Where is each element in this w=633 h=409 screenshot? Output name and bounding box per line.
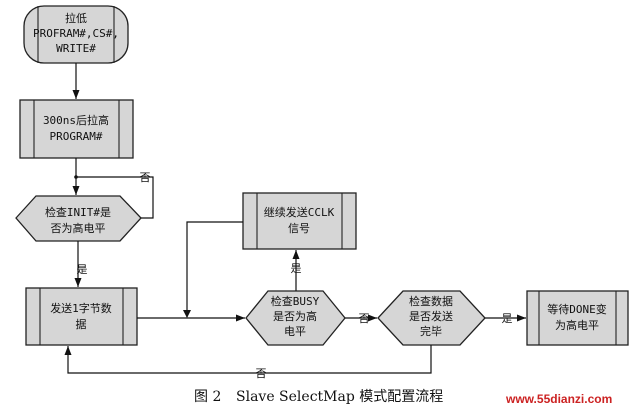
node-check-busy: 检查BUSY 是否为高 电平 bbox=[245, 290, 346, 346]
edge-cclk-loop-back bbox=[186, 221, 243, 317]
edge-label-busy-no: 否 bbox=[359, 312, 370, 325]
node-check-init: 检查INIT#是 否为高电平 bbox=[15, 195, 142, 242]
node-check-busy-line3: 电平 bbox=[284, 325, 306, 338]
edge-label-done-no: 否 bbox=[256, 367, 267, 380]
node-wait-done-line1: 等待DONE变 bbox=[547, 302, 607, 316]
node-pull-low-line2: PROFRAM#,CS#, bbox=[33, 27, 119, 40]
node-wait-done-line2: 为高电平 bbox=[555, 318, 599, 332]
edge-check-done-no-loop bbox=[64, 345, 432, 374]
node-wait-300ns-line2: PROGRAM# bbox=[50, 130, 103, 143]
node-pull-low: 拉低 PROFRAM#,CS#, WRITE# bbox=[23, 5, 129, 64]
node-wait-300ns: 300ns后拉高 PROGRAM# bbox=[19, 99, 134, 159]
node-continue-cclk-line2: 信号 bbox=[288, 222, 310, 235]
node-check-init-line1: 检查INIT#是 bbox=[45, 205, 111, 219]
figure-caption: Slave SelectMap 模式配置流程 bbox=[236, 389, 443, 405]
edge-label-init-yes: 是 bbox=[77, 263, 88, 276]
node-check-done-line1: 检查数据 bbox=[409, 294, 453, 308]
edge-label-busy-yes: 是 bbox=[291, 262, 302, 275]
edge-label-done-yes: 是 bbox=[502, 312, 513, 325]
node-pull-low-line3: WRITE# bbox=[56, 42, 96, 55]
node-check-done-line3: 完毕 bbox=[420, 324, 442, 338]
watermark-text: www.55dianzi.com bbox=[505, 392, 612, 406]
node-wait-300ns-line1: 300ns后拉高 bbox=[43, 113, 109, 127]
node-pull-low-line1: 拉低 bbox=[65, 11, 87, 25]
edge-cclk-loop-arrowhead bbox=[183, 310, 191, 318]
edge-label-init-no: 否 bbox=[140, 171, 151, 184]
node-check-done-line2: 是否发送 bbox=[409, 309, 453, 323]
node-continue-cclk: 继续发送CCLK 信号 bbox=[242, 192, 357, 250]
node-check-busy-line2: 是否为高 bbox=[273, 309, 317, 323]
node-continue-cclk-line1: 继续发送CCLK bbox=[264, 205, 335, 219]
figure-number: 图 2 bbox=[194, 389, 221, 405]
edge-check-init-no-loop bbox=[76, 176, 154, 219]
node-send-byte-line1: 发送1字节数 bbox=[50, 301, 112, 315]
node-send-byte-line2: 据 bbox=[76, 317, 87, 331]
node-check-busy-line1: 检查BUSY bbox=[271, 294, 320, 308]
node-check-init-line2: 否为高电平 bbox=[51, 221, 106, 235]
node-wait-done: 等待DONE变 为高电平 bbox=[526, 290, 629, 346]
junction-dot-init-loop bbox=[74, 175, 78, 179]
node-send-byte: 发送1字节数 据 bbox=[25, 287, 138, 346]
node-check-done: 检查数据 是否发送 完毕 bbox=[377, 290, 486, 346]
